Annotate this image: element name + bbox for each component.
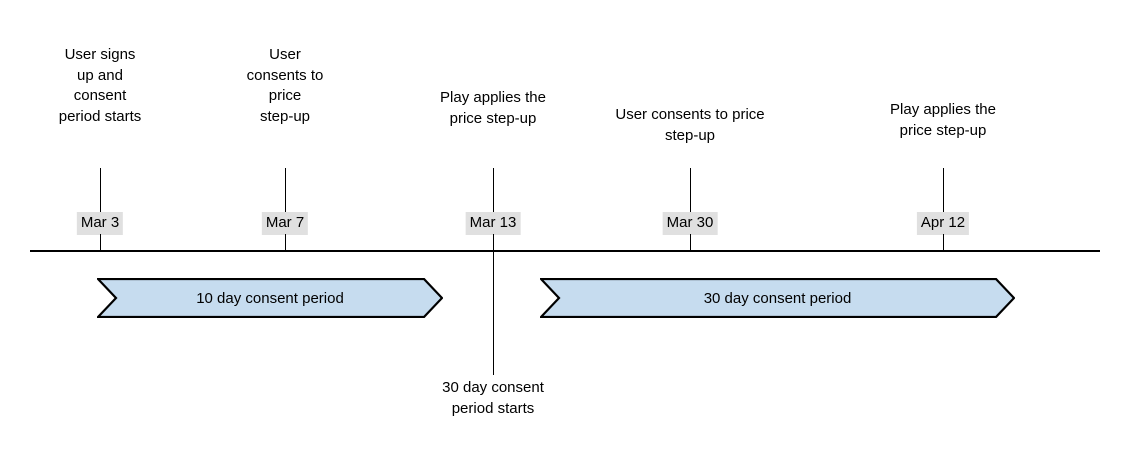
tick-stem-mar-13-below — [493, 234, 494, 375]
period-label-ten-day: 10 day consent period — [196, 289, 344, 307]
tick-stem-apr-12 — [943, 168, 944, 212]
event-label-mar-7: User consents to price step-up — [246, 46, 324, 125]
tick-stem-mar-13 — [493, 168, 494, 212]
event-label-mar-13: Play applies the price step-up — [440, 89, 546, 127]
date-badge-mar-3: Mar 3 — [76, 212, 124, 235]
tick-stem-mar-7 — [285, 168, 286, 224]
period-label-thirty-day: 30 day consent period — [703, 289, 852, 307]
timeline-axis — [30, 250, 1100, 252]
date-badge-mar-30: Mar 30 — [662, 212, 718, 235]
tick-stem-apr-12-lower — [943, 234, 944, 251]
below-label-mar-13: 30 day consent period starts — [442, 379, 544, 417]
period-bar-ten-day: 10 day consent period — [97, 278, 443, 318]
event-label-mar-30: User consents to price step-up — [615, 106, 765, 144]
chevron-shape-ten-day — [97, 278, 443, 318]
period-bar-thirty-day: 30 day consent period — [540, 278, 1015, 318]
tick-stem-mar-7-lower — [285, 234, 286, 251]
tick-stem-mar-3 — [100, 168, 101, 224]
date-badge-mar-7: Mar 7 — [261, 212, 309, 235]
event-label-apr-12: Play applies the price step-up — [890, 101, 996, 139]
date-badge-apr-12: Apr 12 — [916, 212, 970, 235]
chevron-shape-thirty-day — [540, 278, 1015, 318]
tick-stem-mar-3-lower — [100, 234, 101, 251]
date-badge-mar-13: Mar 13 — [465, 212, 521, 235]
event-label-mar-3: User signs up and consent period starts — [58, 46, 142, 125]
tick-stem-mar-30 — [690, 168, 691, 212]
tick-stem-mar-30-lower — [690, 234, 691, 251]
